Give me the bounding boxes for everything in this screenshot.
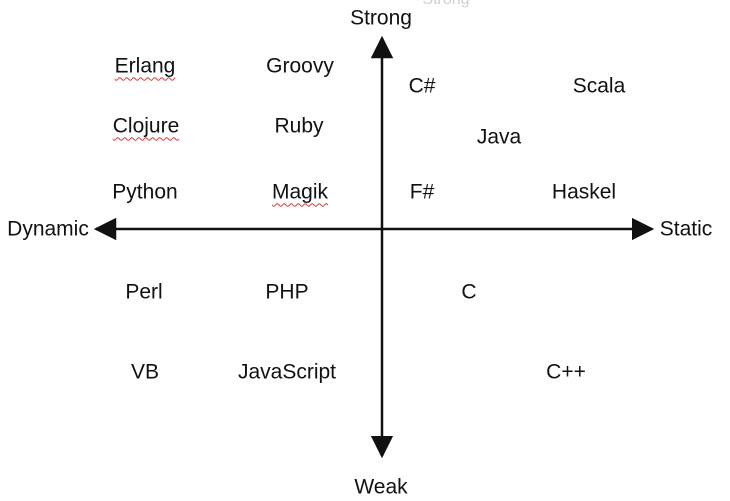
lang-haskel: Haskel [551,180,617,204]
ghost-text: Strong [422,0,469,8]
lang-c: C [461,280,477,304]
axis-label-static: Static [659,217,713,241]
lang-javascript: JavaScript [237,360,337,384]
lang-csharp: C# [408,74,436,98]
lang-clojure: Clojure [112,114,180,138]
lang-php: PHP [265,280,309,304]
lang-perl: Perl [125,280,163,304]
lang-ruby: Ruby [274,114,324,138]
axis-label-dynamic: Dynamic [7,217,89,241]
lang-python: Python [112,180,178,204]
lang-cpp: C++ [546,360,586,384]
axis-label-strong: Strong [350,6,412,30]
lang-erlang: Erlang [114,54,176,78]
axis-label-weak: Weak [354,475,408,499]
lang-vb: VB [130,360,160,384]
lang-groovy: Groovy [266,54,334,78]
lang-fsharp: F# [409,180,435,204]
lang-magik: Magik [271,180,329,204]
lang-java: Java [476,125,522,149]
lang-scala: Scala [572,74,626,98]
